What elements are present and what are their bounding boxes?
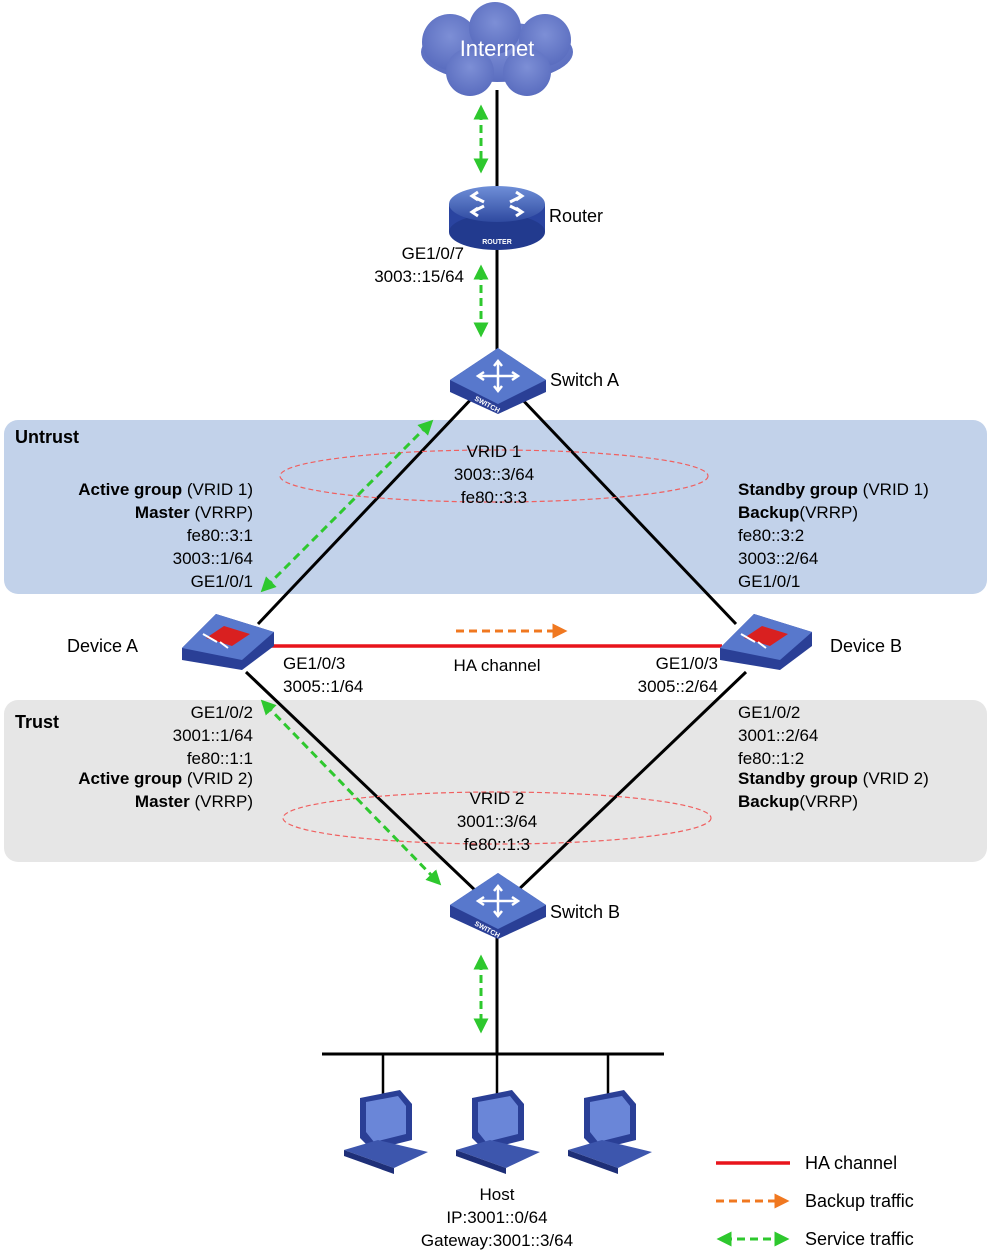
device-a-untrust-role: Master (VRRP) bbox=[134, 503, 253, 522]
device-b-ha-interface: GE1/0/3 bbox=[655, 654, 718, 673]
device-a-untrust-interface: GE1/0/1 bbox=[190, 572, 253, 591]
link-device-a-switch-b bbox=[244, 670, 480, 895]
router-ip: 3003::15/64 bbox=[374, 267, 464, 286]
device-a-ha-interface: GE1/0/3 bbox=[283, 654, 346, 673]
untrust-zone-label: Untrust bbox=[15, 427, 79, 447]
firewall-icon-device-a bbox=[182, 614, 274, 670]
vrid2-title: VRID 2 bbox=[469, 789, 525, 808]
vrid2-link-local: fe80::1:3 bbox=[463, 835, 531, 854]
device-b-untrust-role: Backup(VRRP) bbox=[738, 503, 858, 522]
vrid1-title: VRID 1 bbox=[466, 442, 522, 461]
device-b-trust-interface: GE1/0/2 bbox=[738, 703, 801, 722]
device-a-name: Device A bbox=[67, 636, 139, 656]
vrid2-ip: 3001::3/64 bbox=[456, 812, 538, 831]
legend-backup-label: Backup traffic bbox=[805, 1191, 914, 1211]
pc-icon-1 bbox=[344, 1090, 428, 1174]
switch-a-name: Switch A bbox=[550, 370, 620, 390]
device-b-trust-link-local: fe80::1:2 bbox=[738, 749, 805, 768]
switch-b-name: Switch B bbox=[550, 902, 621, 922]
device-a-trust-group: Active group (VRID 2) bbox=[78, 769, 253, 788]
service-arrow-device-a-switch-b bbox=[260, 699, 442, 886]
device-a-trust-link-local: fe80::1:1 bbox=[186, 749, 253, 768]
device-b-untrust-ip: 3003::2/64 bbox=[738, 549, 819, 568]
device-b-trust-role: Backup(VRRP) bbox=[738, 792, 858, 811]
legend-ha-label: HA channel bbox=[805, 1153, 898, 1173]
cloud-icon bbox=[421, 2, 573, 96]
ha-channel-label: HA channel bbox=[453, 656, 541, 675]
device-b-untrust-group: Standby group (VRID 1) bbox=[738, 480, 929, 499]
service-arrow-switch-a-device-a bbox=[260, 419, 434, 593]
firewall-icon-device-b bbox=[720, 614, 812, 670]
trust-zone bbox=[4, 700, 987, 862]
device-a-ha-ip: 3005::1/64 bbox=[283, 677, 364, 696]
vrid2-ellipse bbox=[282, 791, 712, 845]
trust-zone-label: Trust bbox=[15, 712, 60, 732]
switch-b-icon: SWITCH bbox=[450, 873, 546, 940]
device-a-trust-interface: GE1/0/2 bbox=[190, 703, 253, 722]
device-b-ha-ip: 3005::2/64 bbox=[637, 677, 718, 696]
vrid1-ip: 3003::3/64 bbox=[453, 465, 535, 484]
link-switch-a-device-a bbox=[256, 393, 477, 626]
internet-label: Internet bbox=[459, 36, 535, 61]
pc-icon-3 bbox=[568, 1090, 652, 1174]
vrid1-ellipse bbox=[279, 449, 709, 503]
host-name: Host bbox=[479, 1185, 515, 1204]
device-b-untrust-interface: GE1/0/1 bbox=[738, 572, 801, 591]
router-interface: GE1/0/7 bbox=[401, 244, 464, 263]
link-switch-a-device-b bbox=[516, 393, 738, 626]
untrust-zone bbox=[4, 420, 987, 594]
switch-a-icon: SWITCH bbox=[450, 348, 546, 415]
router-badge: ROUTER bbox=[482, 239, 512, 246]
device-b-trust-group: Standby group (VRID 2) bbox=[738, 769, 929, 788]
device-b-trust-ip: 3001::2/64 bbox=[738, 726, 819, 745]
device-a-untrust-ip: 3003::1/64 bbox=[172, 549, 253, 568]
device-a-untrust-group: Active group (VRID 1) bbox=[78, 480, 253, 499]
host-ip: IP:3001::0/64 bbox=[446, 1208, 548, 1227]
legend-service-label: Service traffic bbox=[805, 1229, 914, 1249]
pc-icon-2 bbox=[456, 1090, 540, 1174]
router-icon: ROUTER bbox=[449, 186, 545, 250]
device-a-untrust-link-local: fe80::3:1 bbox=[186, 526, 253, 545]
device-b-name: Device B bbox=[830, 636, 903, 656]
device-b-untrust-link-local: fe80::3:2 bbox=[738, 526, 805, 545]
link-device-b-switch-b bbox=[513, 670, 748, 895]
device-a-trust-role: Master (VRRP) bbox=[134, 792, 253, 811]
vrid1-link-local: fe80::3:3 bbox=[460, 488, 528, 507]
device-a-trust-ip: 3001::1/64 bbox=[172, 726, 253, 745]
router-name: Router bbox=[549, 206, 604, 226]
host-gateway: Gateway:3001::3/64 bbox=[420, 1231, 574, 1250]
